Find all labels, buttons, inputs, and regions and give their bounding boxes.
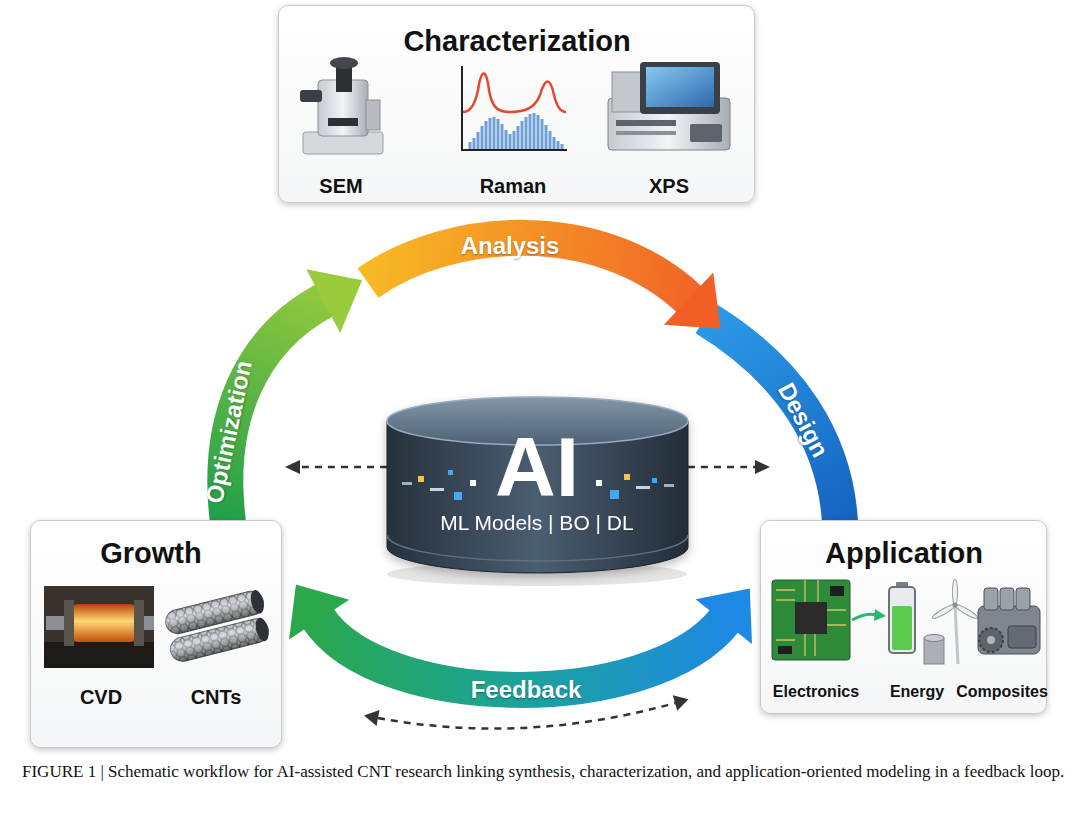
application-label: Energy xyxy=(890,683,944,701)
heading: Application xyxy=(825,538,983,570)
cylinder-body xyxy=(387,421,688,573)
ai-title: AI xyxy=(495,421,579,513)
arrowhead xyxy=(285,460,300,474)
dashed-return-arrow-part xyxy=(673,695,689,710)
connector-line xyxy=(705,318,840,522)
technique-label: Raman xyxy=(480,175,547,197)
dashed-return-arrow-part xyxy=(378,703,675,729)
connector-line xyxy=(688,466,757,469)
growth-box: GrowthCVD CNTs xyxy=(30,520,282,748)
design-arrow xyxy=(705,318,840,522)
technique-label: XPS xyxy=(649,175,689,197)
cylinder-rim xyxy=(387,535,688,561)
arc-label: Feedback xyxy=(471,678,582,702)
arrowhead xyxy=(696,589,753,644)
technique-label: SEM xyxy=(319,175,362,197)
connector-line xyxy=(298,466,387,469)
feedback-arrow xyxy=(289,585,752,690)
arrowhead xyxy=(289,585,349,640)
arrowhead xyxy=(755,460,770,474)
application-label: Electronics xyxy=(773,683,859,701)
ai-cylinder: AIML Models | BO | DL xyxy=(385,395,690,575)
application-label: Composites xyxy=(956,683,1048,701)
dashed-return-arrow-part xyxy=(364,710,379,726)
dashed-arrow xyxy=(285,460,387,474)
arrowhead xyxy=(306,269,362,333)
dashed-arrow xyxy=(688,460,770,474)
characterization-box: CharacterizationSEM Raman XPS xyxy=(278,5,755,203)
arc-label: Analysis xyxy=(461,234,560,258)
material-label: CNTs xyxy=(191,686,242,708)
heading: Characterization xyxy=(403,26,630,58)
method-label: CVD xyxy=(80,686,122,708)
figure-caption: FIGURE 1 | Schematic workflow for AI-ass… xyxy=(22,758,1067,785)
model-list: ML Models | BO | DL xyxy=(440,511,633,534)
application-box: ApplicationElectronics Energy Composites xyxy=(760,520,1047,714)
heading: Growth xyxy=(100,538,202,570)
arrowhead xyxy=(664,272,721,328)
